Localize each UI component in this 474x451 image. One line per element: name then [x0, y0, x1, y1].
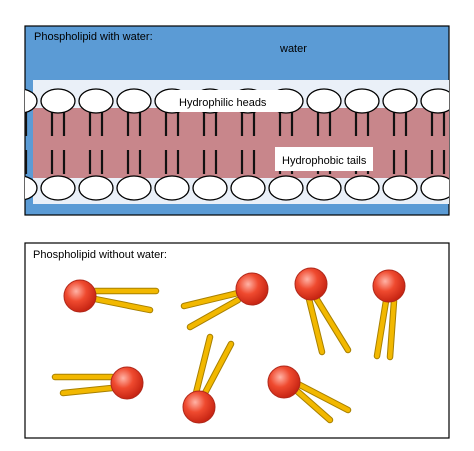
hydrophobic-tail: [295, 381, 351, 413]
hydrophilic-head: [192, 175, 228, 201]
hydrophilic-head-ball: [110, 366, 144, 400]
hydrophilic-head: [420, 175, 449, 201]
hydrophilic-head: [116, 88, 152, 114]
hydrophilic-head: [78, 175, 114, 201]
hydrophobic-tail: [202, 341, 234, 396]
panel-without-water: Phospholipid without water:: [24, 242, 450, 439]
hydrophilic-head-ball: [235, 272, 269, 306]
phospholipid-molecule: [63, 279, 160, 314]
hydrophobic-tail: [374, 298, 389, 359]
hydrophobic-tail: [60, 385, 115, 396]
hydrophilic-head: [78, 88, 114, 114]
water-label: water: [279, 43, 307, 55]
phospholipid-molecule: [294, 267, 352, 356]
head-row-bottom: [25, 175, 449, 201]
free-phospholipids: [51, 267, 406, 424]
hydrophilic-head: [382, 175, 418, 201]
hydrophilic-head: [40, 88, 76, 114]
hydrophobic-tail: [313, 295, 351, 353]
tails-label: Hydrophobic tails: [282, 155, 367, 167]
hydrophobic-tail: [306, 296, 325, 355]
hydrophilic-head: [420, 88, 449, 114]
hydrophilic-head: [40, 175, 76, 201]
hydrophilic-head: [306, 88, 342, 114]
hydrophobic-tail: [193, 334, 213, 396]
panel-bottom-title: Phospholipid without water:: [33, 249, 167, 261]
hydrophilic-head: [382, 88, 418, 114]
panel-top-title: Phospholipid with water:: [34, 31, 153, 43]
phospholipid-molecule: [267, 365, 352, 424]
hydrophilic-head: [268, 175, 304, 201]
phospholipid-molecule: [372, 269, 406, 361]
hydrophobic-tail: [181, 290, 241, 309]
hydrophilic-head: [344, 88, 380, 114]
hydrophilic-head: [25, 88, 38, 114]
heads-label-box: [175, 90, 285, 112]
hydrophilic-head: [230, 175, 266, 201]
hydrophobic-tail: [92, 296, 153, 313]
hydrophilic-head: [344, 175, 380, 201]
hydrophilic-head: [306, 175, 342, 201]
hydrophobic-tail: [387, 298, 397, 360]
heads-label: Hydrophilic heads: [179, 97, 267, 109]
hydrophilic-head-ball: [294, 267, 328, 301]
hydrophilic-head: [154, 175, 190, 201]
hydrophilic-head: [116, 175, 152, 201]
panel-with-water: Phospholipid with water: water Hydrophil…: [24, 25, 450, 216]
hydrophobic-tail: [187, 297, 241, 330]
phospholipid-molecule: [182, 333, 235, 424]
tails-label-box: [275, 147, 373, 171]
phospholipid-molecule: [51, 366, 144, 400]
hydrophilic-head-ball: [267, 365, 301, 399]
phospholipid-molecule: [180, 272, 269, 331]
hydrophilic-head-ball: [63, 279, 97, 313]
hydrophilic-head: [25, 175, 38, 201]
hydrophilic-head-ball: [182, 390, 216, 424]
hydrophobic-tail: [294, 388, 333, 423]
hydrophilic-head-ball: [372, 269, 406, 303]
